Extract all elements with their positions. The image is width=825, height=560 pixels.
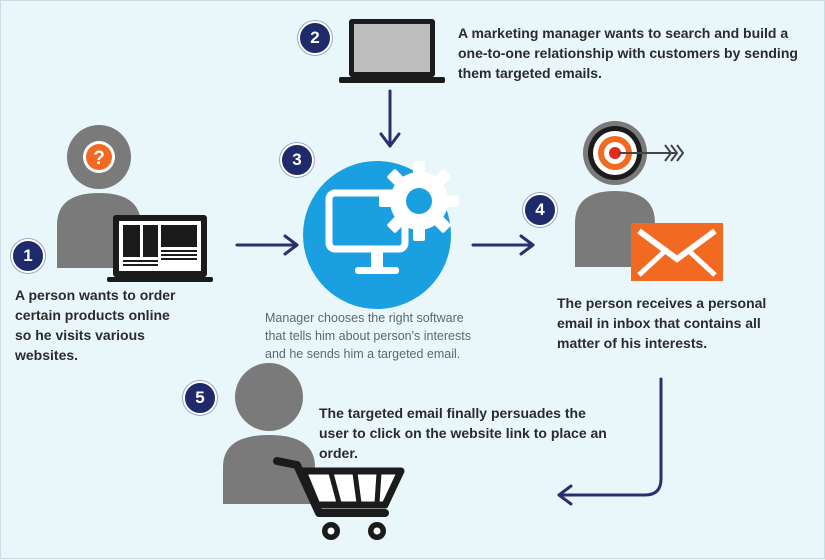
target-icon <box>588 126 642 180</box>
envelope-icon <box>631 223 723 281</box>
svg-text:?: ? <box>93 148 105 169</box>
arrow-step1-to-step3 <box>235 234 299 256</box>
step3-badge: 3 <box>280 143 314 177</box>
gear-icon <box>379 161 459 241</box>
shopping-cart-icon <box>273 457 405 540</box>
step1-illustration: ? <box>57 125 213 282</box>
arrow-step2-to-step3 <box>379 89 401 148</box>
step1-description: A person wants to order certain products… <box>15 287 176 363</box>
question-mark-icon: ? <box>83 141 115 173</box>
laptop-icon <box>107 215 213 282</box>
laptop-icon <box>339 19 445 83</box>
person-icon <box>223 363 315 504</box>
step5-badge: 5 <box>183 381 217 415</box>
software-illustration <box>303 161 459 309</box>
step5-description: The targeted email finally persuades the… <box>319 405 607 461</box>
arrow-step4-to-step5 <box>557 377 663 506</box>
step4-description: The person receives a personal email in … <box>557 295 767 351</box>
arrow-step3-to-step4 <box>471 234 535 256</box>
step2-description: A marketing manager wants to search and … <box>458 25 798 81</box>
step2-badge: 2 <box>298 21 332 55</box>
step4-illustration <box>575 121 723 281</box>
arrow-icon <box>619 144 685 162</box>
step1-badge: 1 <box>11 239 45 273</box>
step3-description: Manager chooses the right software that … <box>265 311 471 361</box>
step4-badge: 4 <box>523 193 557 227</box>
step5-illustration <box>223 363 405 540</box>
